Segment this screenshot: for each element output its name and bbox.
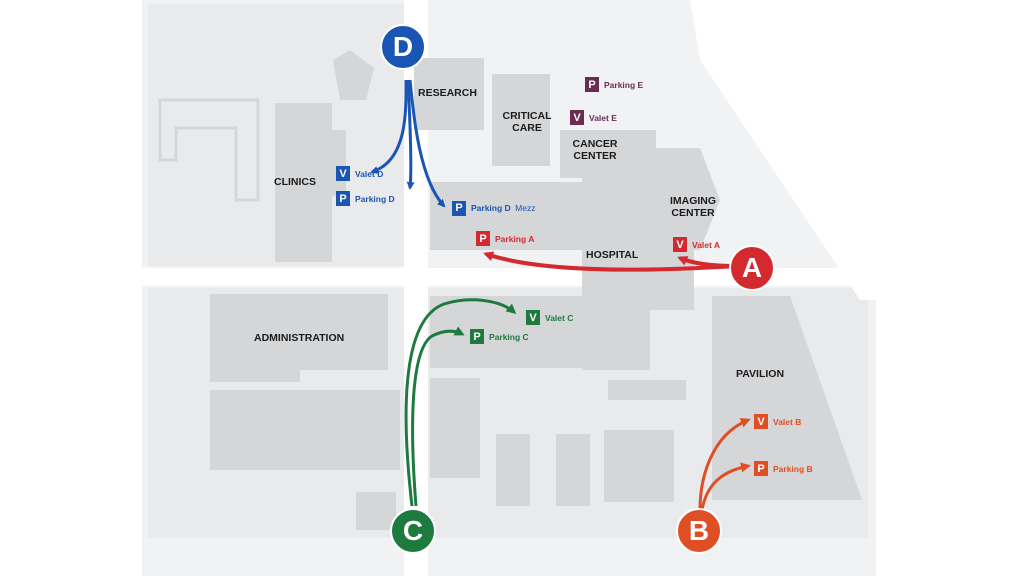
marker-label: Parking D (471, 203, 511, 213)
marker-label: Valet B (773, 416, 802, 427)
marker-label: Valet E (589, 112, 617, 123)
entrance-d[interactable]: D (380, 24, 426, 70)
building-small-north (333, 50, 374, 100)
building-research (414, 58, 484, 130)
building-northwest-outline (158, 98, 260, 202)
valet-icon: V (336, 166, 350, 181)
route-b-parking (700, 462, 751, 511)
marker-label: Parking D (355, 193, 395, 204)
route-c-valet (404, 298, 517, 507)
building-hospital (582, 176, 650, 370)
parking-icon: P (470, 329, 484, 344)
valet-icon: V (570, 110, 584, 125)
valet-icon: V (526, 310, 540, 325)
marker-label: Parking C (489, 331, 529, 342)
route-d-parking (406, 79, 415, 190)
marker-parking-a[interactable]: P Parking A (476, 231, 534, 246)
marker-parking-e[interactable]: P Parking E (585, 77, 643, 92)
building-administration (210, 294, 388, 382)
building-south-e (608, 380, 686, 400)
road-northeast (690, 0, 876, 300)
valet-icon: V (673, 237, 687, 252)
label-hospital: HOSPITAL (586, 249, 639, 261)
marker-label: Parking B (773, 463, 813, 474)
building-south-d (604, 430, 674, 502)
marker-parking-b[interactable]: P Parking B (754, 461, 813, 476)
marker-valet-c[interactable]: V Valet C (526, 310, 573, 325)
building-imaging-center (640, 148, 720, 250)
label-imaging-center: IMAGING CENTER (669, 195, 717, 219)
marker-parking-c[interactable]: P Parking C (470, 329, 529, 344)
building-south-a (430, 378, 480, 478)
building-admin-south (210, 390, 400, 470)
route-d-mezz (408, 79, 446, 208)
label-cancer-center: CANCER CENTER (572, 138, 618, 162)
marker-label: Parking E (604, 79, 644, 90)
parking-icon: P (336, 191, 350, 206)
label-clinics: CLINICS (274, 176, 316, 188)
route-d-valet (370, 79, 408, 174)
marker-sublabel: Mezz (515, 203, 536, 213)
entrance-b[interactable]: B (676, 508, 722, 554)
buildings-layer (158, 50, 862, 530)
label-critical-care: CRITICAL CARE (502, 110, 552, 134)
parking-icon: P (754, 461, 768, 476)
building-south-c (556, 434, 590, 506)
building-pavilion (712, 296, 862, 500)
marker-label: Parking A (495, 233, 535, 244)
marker-parking-d[interactable]: P Parking D (336, 191, 395, 206)
label-research: RESEARCH (418, 87, 477, 99)
label-administration: ADMINISTRATION (254, 332, 345, 344)
building-clinics (275, 103, 346, 262)
building-cancer-center (560, 130, 656, 178)
entrance-a[interactable]: A (729, 245, 775, 291)
marker-label: Valet C (545, 312, 574, 323)
building-south-small (356, 492, 396, 530)
building-critical-care (492, 74, 550, 166)
marker-valet-b[interactable]: V Valet B (754, 414, 801, 429)
entrance-c[interactable]: C (390, 508, 436, 554)
routes-layer (370, 79, 751, 511)
parking-icon: P (585, 77, 599, 92)
valet-icon: V (754, 414, 768, 429)
route-b-valet (698, 418, 751, 511)
building-south-b (496, 434, 530, 506)
label-pavilion: PAVILION (736, 368, 785, 380)
route-c-parking (411, 326, 465, 507)
marker-label: Valet D (355, 168, 384, 179)
marker-label: Valet A (692, 239, 721, 250)
marker-valet-d[interactable]: V Valet D (336, 166, 383, 181)
parking-icon: P (476, 231, 490, 246)
parking-icon: P (452, 200, 466, 216)
marker-parking-d-mezz[interactable]: P Parking D Mezz (452, 199, 535, 217)
marker-valet-e[interactable]: V Valet E (570, 110, 617, 125)
route-a-parking (483, 251, 737, 272)
building-north-wing (430, 182, 582, 250)
marker-valet-a[interactable]: V Valet A (673, 237, 720, 252)
